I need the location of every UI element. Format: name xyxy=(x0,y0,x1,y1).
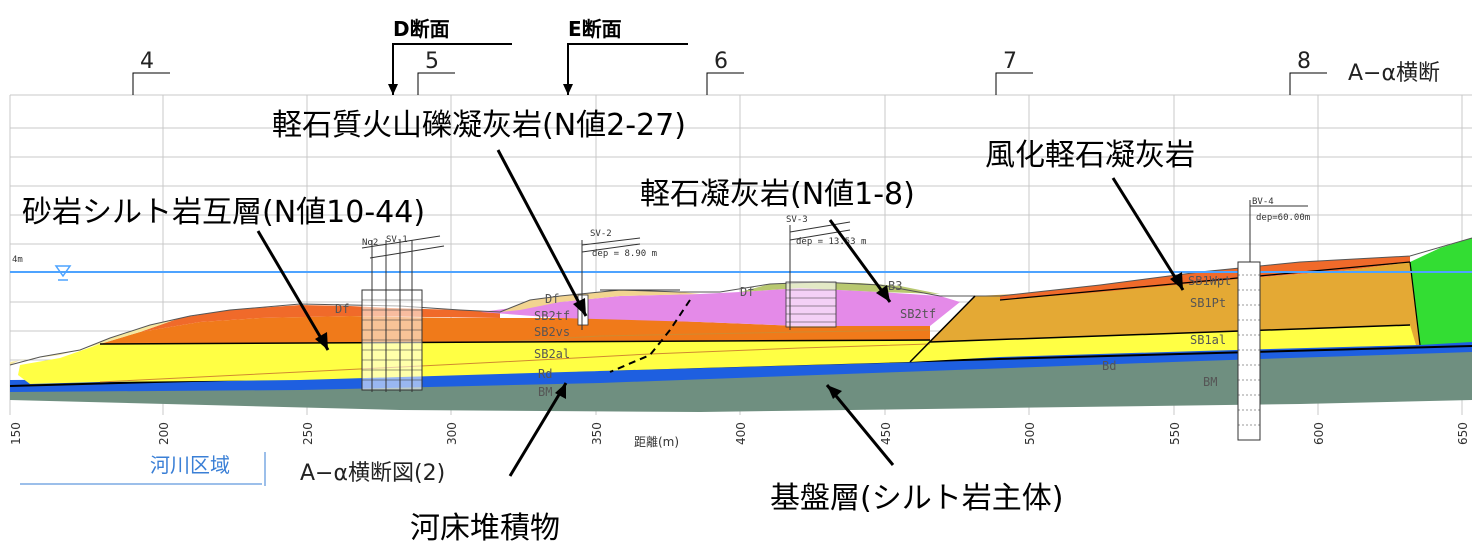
borehole-sv2-depth: dep = 8.90 m xyxy=(592,249,657,259)
tick-450: 450 xyxy=(879,422,893,445)
river-area-label: 河川区域 xyxy=(150,453,230,477)
code-rd: Rd xyxy=(538,367,552,381)
bedrock-layer xyxy=(10,350,1472,412)
yellow-right-band xyxy=(910,325,1416,362)
code-bm1: BM xyxy=(538,385,552,399)
section-markers xyxy=(392,43,688,95)
annotation-bedrock: 基盤層(シルト岩主体) xyxy=(770,481,1063,516)
tick-200: 200 xyxy=(157,422,171,445)
tick-500: 500 xyxy=(1023,422,1037,445)
distance-axis-label: 距離(m) xyxy=(634,435,679,449)
tick-350: 350 xyxy=(590,422,604,445)
borehole-sv3 xyxy=(785,221,851,330)
section-d-label: D断面 xyxy=(393,17,450,41)
code-sb1wpt: SB1Wpt xyxy=(1188,274,1231,288)
annotation-arrows xyxy=(256,149,1185,477)
sandstone-layer xyxy=(18,340,930,384)
arrow-heads xyxy=(315,272,1183,399)
distance-axis: 150 200 250 300 350 400 450 500 550 600 … xyxy=(9,422,1470,445)
ground-surface xyxy=(9,237,1472,366)
borehole-bv4-depth: dep=60.00m xyxy=(1256,213,1310,223)
annotation-sandstone-siltstone: 砂岩シルト岩互層(N値10-44) xyxy=(22,195,425,230)
borehole-sv3-depth: dep = 13.53 m xyxy=(796,237,866,247)
annotation-pumice-volcanic-breccia: 軽石質火山礫凝灰岩(N値2-27) xyxy=(272,108,686,143)
station-5: 5 xyxy=(425,49,439,74)
layer-codes: Df Df Df SB2tf SB2tf SB2vs SB2al Rd BM B… xyxy=(335,274,1231,399)
orange-middle-layer xyxy=(100,316,930,344)
figure-caption: A−α横断図(2) xyxy=(300,461,445,486)
borehole-bv4-label: BV-4 xyxy=(1252,197,1274,207)
borehole-sv1-label: SV-1 xyxy=(386,235,408,245)
annotation-weathered-pumice-tuff: 風化軽石凝灰岩 xyxy=(985,138,1195,173)
tick-650: 650 xyxy=(1456,422,1470,445)
tick-300: 300 xyxy=(445,422,459,445)
station-4: 4 xyxy=(140,49,154,74)
borehole-sv3-label: SV-3 xyxy=(786,215,808,225)
code-b3: B3 xyxy=(888,279,902,293)
tick-550: 550 xyxy=(1168,422,1182,445)
topsoil-left xyxy=(10,318,180,365)
code-df1: Df xyxy=(335,302,349,316)
station-markers xyxy=(132,72,1327,95)
water-level-marker xyxy=(54,265,72,281)
green-slope-layer xyxy=(1410,238,1472,345)
code-bd: Bd xyxy=(1102,359,1116,373)
code-sb2vs: SB2vs xyxy=(534,325,570,339)
tick-150: 150 xyxy=(9,422,23,445)
tick-400: 400 xyxy=(734,422,748,445)
dashed-boundary xyxy=(609,299,691,373)
tick-600: 600 xyxy=(1312,422,1326,445)
pumice-tuff-layer xyxy=(480,288,960,326)
borehole-no2-label: No2 xyxy=(362,238,378,248)
annotation-pumice-tuff: 軽石凝灰岩(N値1-8) xyxy=(640,177,915,212)
section-e-label: E断面 xyxy=(568,17,622,41)
borehole-sv2-label: SV-2 xyxy=(590,229,612,239)
annotation-riverbed-deposit: 河床堆積物 xyxy=(410,511,560,546)
water-level-label: 4m xyxy=(12,255,23,265)
orange-top-right xyxy=(1000,256,1410,300)
code-bm2: BM xyxy=(1203,375,1217,389)
code-sb1pt: SB1Pt xyxy=(1190,296,1226,310)
code-sb1al: SB1al xyxy=(1190,333,1226,347)
borehole-bv4 xyxy=(1237,200,1308,441)
code-sb2al: SB2al xyxy=(534,347,570,361)
station-6: 6 xyxy=(714,49,728,74)
tick-250: 250 xyxy=(301,422,315,445)
station-7: 7 xyxy=(1003,49,1017,74)
station-8: 8 xyxy=(1297,49,1311,74)
code-df3: Df xyxy=(740,285,754,299)
code-sb2tf-a: SB2tf xyxy=(534,309,570,323)
code-df2: Df xyxy=(545,292,559,306)
code-sb2tf-b: SB2tf xyxy=(900,307,936,321)
borehole-sv1 xyxy=(361,235,445,392)
sheet-title-partial: A−α横断 xyxy=(1348,61,1440,86)
